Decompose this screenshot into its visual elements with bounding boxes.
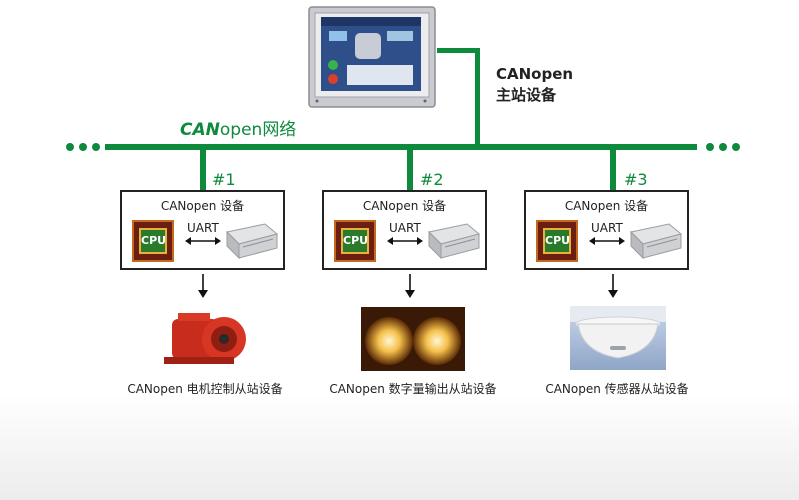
slave-2-caption: CANopen 数字量输出从站设备 [329, 382, 497, 396]
slave-1-device-box: CANopen 设备 CPU UART [120, 190, 285, 270]
slave-1-title: CANopen 设备 [160, 199, 245, 213]
slave-1-uart-label: UART [187, 221, 219, 235]
floor-shadow [0, 395, 799, 500]
can-module-icon [427, 223, 481, 260]
bus-ellipsis-dot-left-3 [92, 143, 100, 151]
bus-ellipsis-dot-left-1 [66, 143, 74, 151]
cpu-label: CPU [543, 228, 571, 254]
slave-2-drop-line [407, 148, 413, 190]
can-module-icon [225, 223, 279, 260]
canopen-bus-line [105, 144, 697, 150]
cpu-chip-icon: CPU [536, 220, 578, 262]
slave-2-number: #2 [420, 170, 444, 189]
slave-2-down-arrow-icon [405, 274, 415, 298]
cpu-label: CPU [139, 228, 167, 254]
double-arrow-icon [387, 237, 423, 245]
slave-2-uart-label: UART [389, 221, 421, 235]
network-logo-open: open [219, 120, 263, 140]
slave-3-caption: CANopen 传感器从站设备 [545, 382, 689, 396]
lamps-icon [361, 307, 465, 371]
hmi-panel-icon [308, 6, 436, 108]
bus-ellipsis-dot-right-3 [732, 143, 740, 151]
cpu-chip-icon: CPU [132, 220, 174, 262]
double-arrow-icon [589, 237, 625, 245]
bus-ellipsis-dot-right-1 [706, 143, 714, 151]
master-drop-vertical [475, 48, 480, 148]
bus-ellipsis-dot-left-2 [79, 143, 87, 151]
master-label-line1: CANopen [496, 65, 574, 83]
master-label: CANopen 主站设备 [496, 64, 573, 106]
slave-2-device-box: CANopen 设备 CPU UART [322, 190, 487, 270]
slave-1-caption: CANopen 电机控制从站设备 [127, 382, 283, 396]
network-logo-suffix: 网络 [262, 120, 297, 140]
can-module-icon [629, 223, 683, 260]
slave-2-title: CANopen 设备 [362, 199, 447, 213]
slave-1-down-arrow-icon [198, 274, 208, 298]
network-logo-can: CAN [180, 120, 220, 140]
slave-3-title: CANopen 设备 [564, 199, 649, 213]
motor-icon [164, 313, 246, 364]
network-logo: CANopen网络 [180, 115, 296, 140]
double-arrow-icon [185, 237, 221, 245]
slave-3-down-arrow-icon [608, 274, 618, 298]
slave-3-drop-line [610, 148, 616, 190]
slave-1-drop-line [200, 148, 206, 190]
slave-3-uart-label: UART [591, 221, 623, 235]
slave-3-number: #3 [624, 170, 648, 189]
cpu-chip-icon: CPU [334, 220, 376, 262]
bus-ellipsis-dot-right-2 [719, 143, 727, 151]
master-label-line2: 主站设备 [496, 86, 557, 104]
smoke-sensor-icon [570, 306, 666, 370]
slave-1-number: #1 [212, 170, 236, 189]
master-drop-horizontal [437, 48, 480, 53]
cpu-label: CPU [341, 228, 369, 254]
slave-3-device-box: CANopen 设备 CPU UART [524, 190, 689, 270]
